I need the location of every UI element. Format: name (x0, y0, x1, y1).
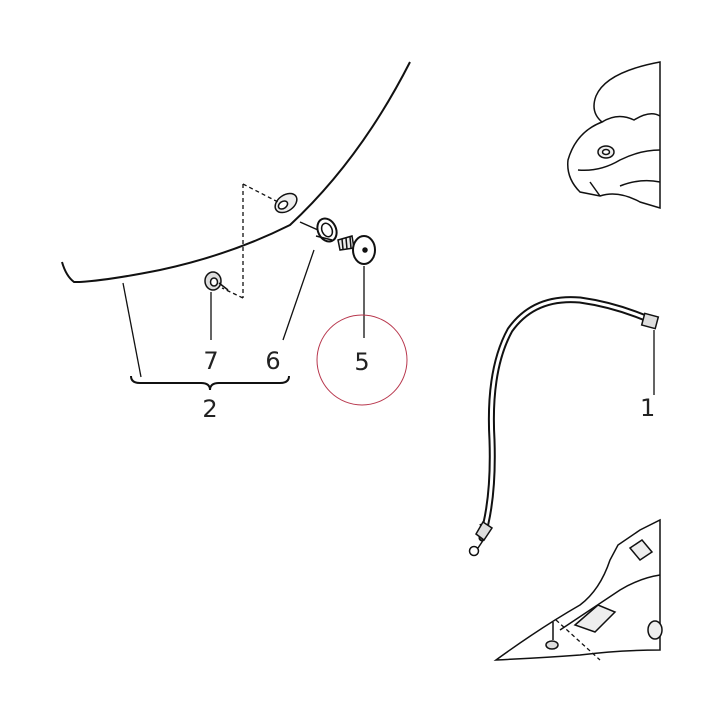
group-bracket-part-2 (130, 375, 290, 391)
screw-part-5 (337, 235, 376, 265)
dashed-guide-lines (221, 183, 281, 299)
fairing-edge (79, 61, 411, 283)
washer-part-6 (315, 217, 338, 243)
callout-7: 7 (203, 347, 218, 375)
lower-dashed-line (555, 619, 601, 661)
callout-5: 5 (354, 348, 369, 376)
washer-axis-line (299, 221, 319, 231)
grommet-upper (274, 192, 298, 214)
cable-end-fitting (468, 520, 494, 557)
leader-lines (122, 249, 365, 378)
clip-nut-part-7 (204, 271, 229, 291)
frame-fragment-upper-right (567, 61, 661, 210)
frame-fragment-lower-right (493, 518, 663, 661)
callout-2: 2 (202, 395, 217, 423)
cable-hose-part-11 (477, 296, 660, 549)
fairing-bottom-lip (61, 261, 80, 283)
highlight-circle (316, 314, 408, 406)
callout-6: 6 (265, 347, 280, 375)
callout-11-partial: 1 (640, 394, 655, 422)
fairing-panel (61, 61, 411, 283)
